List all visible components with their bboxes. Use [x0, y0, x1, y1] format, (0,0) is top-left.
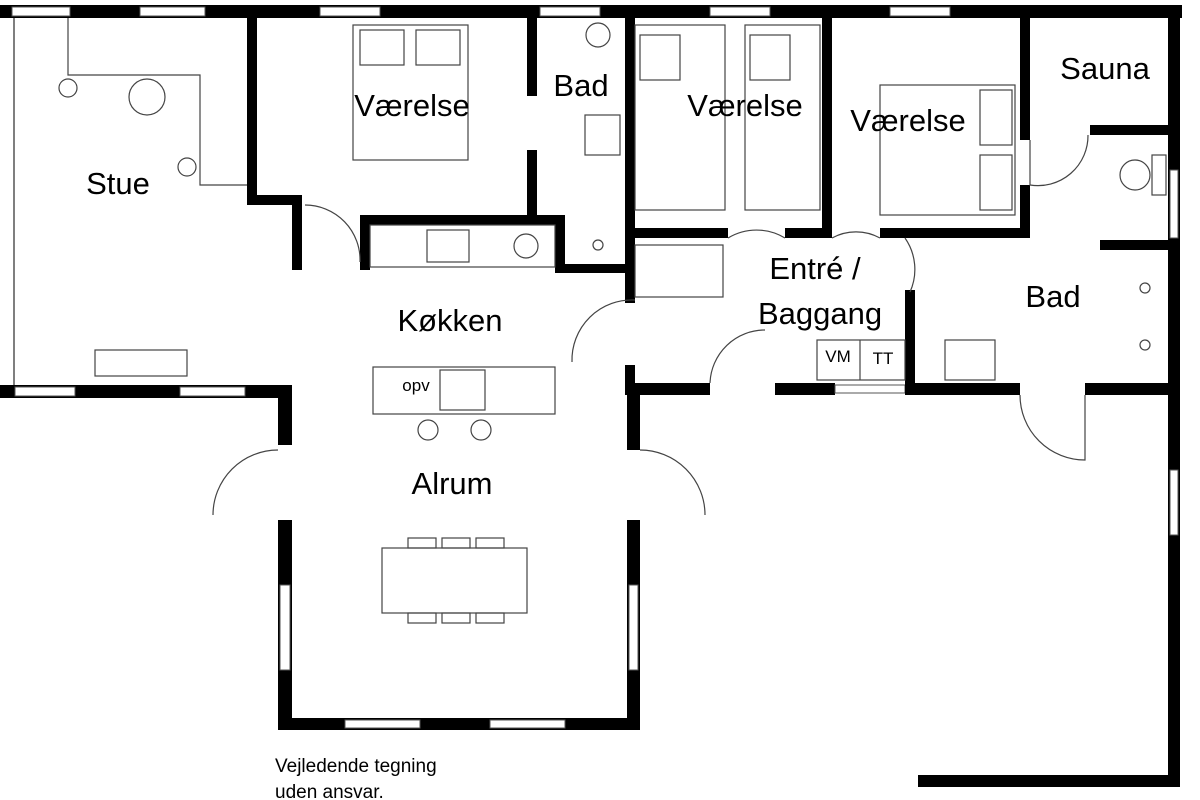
room-label-koekken: Køkken — [397, 303, 502, 338]
room-label-baggang: Baggang — [758, 296, 882, 331]
room-labels: Stue Værelse Bad Værelse Værelse Sauna E… — [86, 51, 1150, 800]
room-label-bad-1: Bad — [553, 68, 608, 103]
appliance-label-opv: opv — [402, 376, 430, 395]
room-label-vaerelse-1: Værelse — [354, 88, 469, 123]
room-label-sauna: Sauna — [1060, 51, 1150, 86]
room-label-alrum: Alrum — [412, 466, 493, 501]
disclaimer-line-1: Vejledende tegning — [275, 756, 437, 777]
disclaimer-line-2: uden ansvar. — [275, 782, 384, 800]
room-label-vaerelse-3: Værelse — [850, 103, 965, 138]
room-label-entre: Entré / — [769, 251, 861, 286]
appliance-label-tt: TT — [873, 349, 894, 368]
room-label-stue: Stue — [86, 166, 150, 201]
appliance-label-vm: VM — [825, 347, 851, 366]
furniture — [58, 18, 1167, 624]
walls — [0, 5, 1182, 787]
room-label-vaerelse-2: Værelse — [687, 88, 802, 123]
room-label-bad-2: Bad — [1025, 279, 1080, 314]
